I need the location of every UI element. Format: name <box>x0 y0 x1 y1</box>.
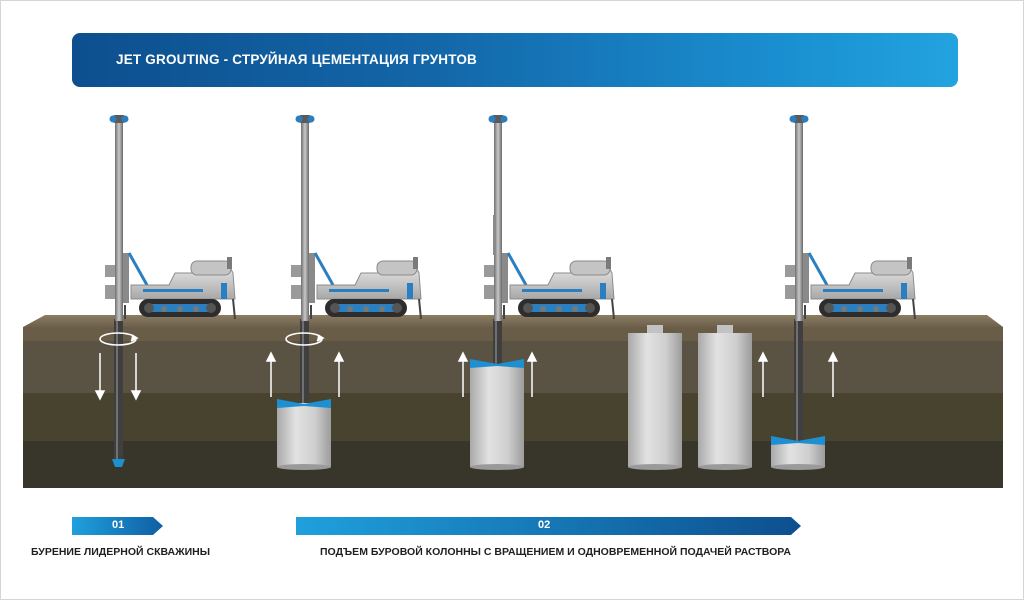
arrow-down-icon <box>130 353 142 401</box>
drill-rig-3 <box>482 113 616 323</box>
grout-columns <box>277 325 825 470</box>
step-arrow-02 <box>296 517 801 535</box>
step-number-01: 01 <box>112 519 125 531</box>
step-arrow-01 <box>72 517 163 535</box>
arrow-up-icon <box>757 351 769 397</box>
step-caption-02: ПОДЪЕМ БУРОВОЙ КОЛОННЫ С ВРАЩЕНИЕМ И ОДН… <box>320 546 791 558</box>
motion-arrows <box>94 351 839 401</box>
drill-bit-icon <box>112 459 125 467</box>
jet-nozzle-icon <box>470 359 524 368</box>
arrow-up-icon <box>457 351 469 397</box>
rotation-arrows <box>99 332 325 346</box>
step-arrows <box>72 517 801 535</box>
grout-column-finished-2 <box>698 325 752 470</box>
step-caption-01: БУРЕНИЕ ЛИДЕРНОЙ СКВАЖИНЫ <box>31 546 211 558</box>
drill-rig-1 <box>103 113 237 323</box>
drill-rod-3 <box>493 319 502 365</box>
drill-rig-4 <box>783 113 917 323</box>
drill-rig-2 <box>289 113 423 323</box>
jet-nozzles <box>277 359 825 445</box>
title-banner: JET GROUTING - СТРУЙНАЯ ЦЕМЕНТАЦИЯ ГРУНТ… <box>72 33 958 87</box>
grout-column-finished-1 <box>628 325 682 470</box>
jet-nozzle-icon <box>771 436 825 445</box>
drill-rod-4 <box>794 319 803 441</box>
rotation-arrow-icon <box>285 332 325 346</box>
rotation-arrow-icon <box>99 332 139 346</box>
grout-column-stage-3 <box>470 363 524 470</box>
arrow-up-icon <box>333 351 345 397</box>
arrow-up-icon <box>265 351 277 397</box>
drill-rod-1 <box>114 319 123 465</box>
grout-column-stage-4 <box>771 441 825 470</box>
arrow-up-icon <box>526 351 538 397</box>
step-number-02: 02 <box>538 519 551 531</box>
arrow-up-icon <box>827 351 839 397</box>
drill-rod-2 <box>300 319 309 403</box>
drill-rods <box>112 319 803 467</box>
jet-nozzle-icon <box>277 399 331 408</box>
arrow-down-icon <box>94 353 106 401</box>
ground-surface <box>23 315 1003 327</box>
grout-column-stage-2 <box>277 403 331 470</box>
spare-rod <box>493 215 496 255</box>
diagram-title: JET GROUTING - СТРУЙНАЯ ЦЕМЕНТАЦИЯ ГРУНТ… <box>116 52 478 67</box>
soil-layer-top <box>23 327 1003 341</box>
